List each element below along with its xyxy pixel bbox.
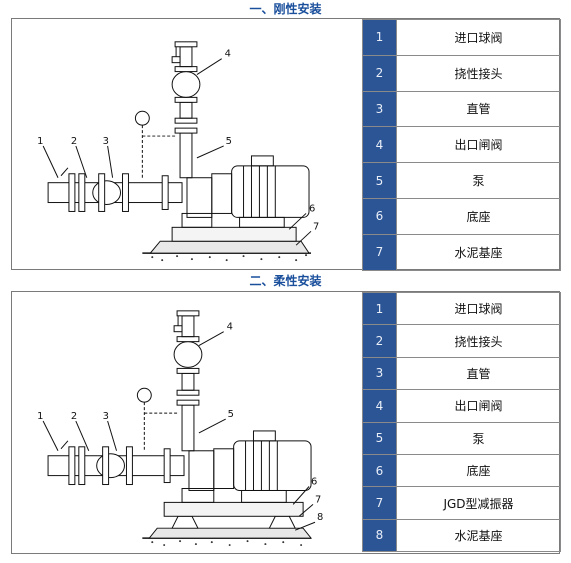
table-row: 8 水泥基座 bbox=[362, 518, 561, 553]
table-row: 4 出口闸阀 bbox=[362, 126, 561, 164]
diagram-label-2: 2 bbox=[71, 136, 77, 147]
part-name: 出口闸阀 bbox=[396, 126, 561, 164]
flexible-install-drawing: 1 2 3 4 5 6 7 8 bbox=[12, 292, 361, 553]
part-name: 水泥基座 bbox=[396, 518, 561, 553]
diagram-label-6: 6 bbox=[309, 203, 315, 214]
part-name: 挠性接头 bbox=[396, 54, 561, 92]
table-row: 3 直管 bbox=[362, 356, 561, 391]
table-row: 4 出口闸阀 bbox=[362, 389, 561, 423]
table-row: 2 挠性接头 bbox=[362, 324, 561, 358]
table-row: 1 进口球阀 bbox=[362, 291, 561, 326]
table-row: 5 泵 bbox=[362, 421, 561, 455]
parts-table-rigid: 1 进口球阀 2 挠性接头 3 直管 4 出口闸阀 5 泵 6 底座 7 水泥基… bbox=[362, 19, 561, 271]
table-row: 5 泵 bbox=[362, 162, 561, 199]
table-row: 2 挠性接头 bbox=[362, 54, 561, 92]
diagram-label-1: 1 bbox=[37, 136, 43, 147]
part-number: 7 bbox=[362, 233, 397, 271]
part-name: 进口球阀 bbox=[396, 291, 561, 326]
part-number: 5 bbox=[362, 162, 397, 199]
part-number: 2 bbox=[362, 324, 397, 358]
part-number: 1 bbox=[362, 19, 397, 56]
section-title-flexible: 二、柔性安装 bbox=[249, 274, 322, 288]
part-name: 泵 bbox=[396, 421, 561, 455]
diagram-label-4: 4 bbox=[225, 49, 231, 60]
pump-diagram-rigid: 1 2 3 4 5 6 7 bbox=[37, 41, 319, 262]
diagram-label-3: 3 bbox=[103, 411, 109, 422]
part-name: 水泥基座 bbox=[396, 233, 561, 271]
part-number: 5 bbox=[362, 421, 397, 455]
table-row: 3 直管 bbox=[362, 90, 561, 128]
part-name: 直管 bbox=[396, 356, 561, 391]
part-number: 4 bbox=[362, 389, 397, 423]
part-number: 7 bbox=[362, 486, 397, 520]
diagram-label-5: 5 bbox=[228, 409, 234, 420]
diagram-label-1: 1 bbox=[37, 411, 43, 422]
part-name: 底座 bbox=[396, 197, 561, 235]
diagram-label-6: 6 bbox=[311, 477, 317, 488]
diagram-label-8: 8 bbox=[317, 512, 323, 523]
part-number: 6 bbox=[362, 453, 397, 488]
part-number: 6 bbox=[362, 197, 397, 235]
part-name: 进口球阀 bbox=[396, 19, 561, 56]
part-name: 泵 bbox=[396, 162, 561, 199]
rigid-install-drawing: 1 2 3 4 5 6 7 bbox=[12, 19, 361, 269]
part-number: 8 bbox=[362, 518, 397, 553]
part-name: 挠性接头 bbox=[396, 324, 561, 358]
part-number: 1 bbox=[362, 291, 397, 326]
table-row: 7 水泥基座 bbox=[362, 233, 561, 271]
table-row: 7 JGD型减振器 bbox=[362, 486, 561, 520]
part-number: 3 bbox=[362, 356, 397, 391]
diagram-label-7: 7 bbox=[315, 494, 321, 505]
part-number: 4 bbox=[362, 126, 397, 164]
parts-table-flexible: 1 进口球阀 2 挠性接头 3 直管 4 出口闸阀 5 泵 6 底座 7 JGD… bbox=[362, 291, 561, 553]
table-row: 6 底座 bbox=[362, 197, 561, 235]
diagram-label-4: 4 bbox=[227, 322, 233, 333]
rigid-install-panel: 1 2 3 4 5 6 7 1 进口球阀 2 挠性接头 3 直管 4 出口闸阀 bbox=[11, 18, 561, 271]
part-name: 出口闸阀 bbox=[396, 389, 561, 423]
diagram-label-3: 3 bbox=[103, 136, 109, 147]
table-row: 1 进口球阀 bbox=[362, 19, 561, 56]
part-name: JGD型减振器 bbox=[396, 486, 561, 520]
table-row: 6 底座 bbox=[362, 453, 561, 488]
diagram-label-7: 7 bbox=[313, 221, 319, 232]
part-name: 直管 bbox=[396, 90, 561, 128]
part-name: 底座 bbox=[396, 453, 561, 488]
diagram-label-5: 5 bbox=[226, 136, 232, 147]
diagram-label-2: 2 bbox=[71, 411, 77, 422]
pump-diagram-flexible: 1 2 3 4 5 6 7 8 bbox=[37, 310, 323, 547]
part-number: 2 bbox=[362, 54, 397, 92]
section-title-rigid: 一、刚性安装 bbox=[249, 2, 322, 16]
part-number: 3 bbox=[362, 90, 397, 128]
flexible-install-panel: 1 2 3 4 5 6 7 8 1 进口球阀 2 挠性接头 3 直管 4 出口闸… bbox=[11, 291, 561, 554]
